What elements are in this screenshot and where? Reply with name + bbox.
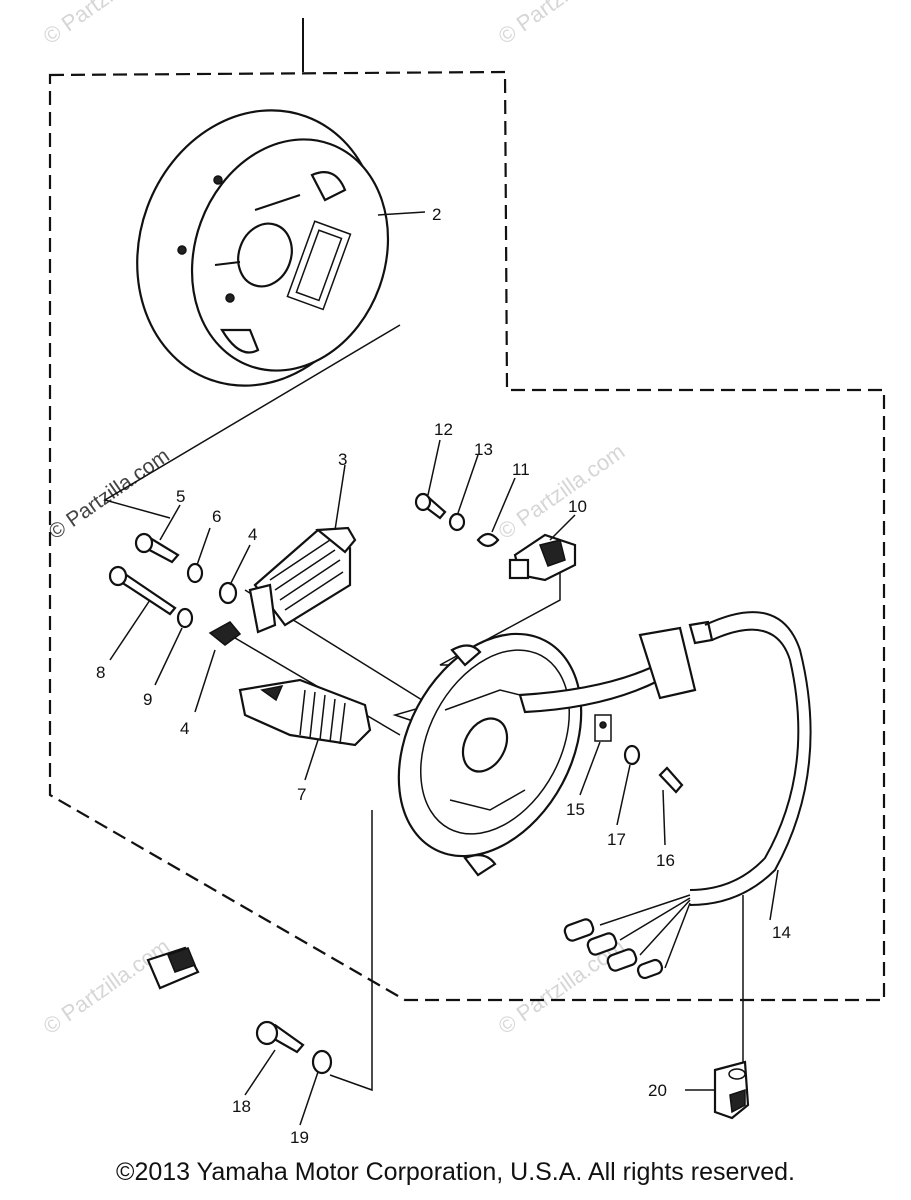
callout-label: 13	[474, 440, 493, 459]
watermark: © Partzilla.com	[39, 934, 175, 1040]
wire-clamp	[713, 1060, 750, 1120]
washer-4-upper	[218, 581, 238, 605]
screw-16	[658, 766, 684, 794]
plate-4-lower	[208, 621, 242, 646]
callout-label: 18	[232, 1097, 251, 1116]
callout-label: 20	[648, 1081, 667, 1100]
flywheel-rotor	[136, 109, 390, 387]
callout-label: 16	[656, 851, 675, 870]
watermark: © Partzilla.com	[494, 0, 630, 49]
callout-label: 6	[212, 507, 221, 526]
washer-6	[186, 562, 204, 584]
callout-label: 14	[772, 923, 791, 942]
contact-breaker	[508, 533, 577, 582]
washer-9	[176, 607, 194, 629]
watermark: © Partzilla.com	[39, 0, 175, 49]
callout-label: 19	[290, 1128, 309, 1147]
stator-plate	[397, 632, 612, 877]
callout-label: 11	[512, 460, 530, 479]
washer-17	[623, 744, 641, 766]
callout-label: 2	[432, 205, 441, 224]
callout-label: 8	[96, 663, 105, 682]
assembly-boundary	[48, 70, 886, 1002]
charge-coil	[238, 678, 372, 747]
callout-label: 17	[607, 830, 626, 849]
washer-13	[448, 512, 466, 532]
callout-label: 9	[143, 690, 152, 709]
spring-11	[476, 532, 500, 548]
callout-label: 10	[568, 497, 587, 516]
callout-leaders	[109, 211, 779, 1126]
wire-harness	[518, 611, 812, 980]
callout-label: 5	[176, 487, 185, 506]
callout-label: 15	[566, 800, 585, 819]
woodruff-key	[146, 946, 200, 990]
washer-19	[311, 1049, 333, 1075]
callout-label: 4	[180, 719, 189, 738]
source-coil	[248, 526, 357, 634]
copyright-notice: ©2013 Yamaha Motor Corporation, U.S.A. A…	[116, 1158, 795, 1186]
callout-label: 12	[434, 420, 453, 439]
callout-label: 7	[297, 785, 306, 804]
fasteners	[108, 492, 684, 1075]
callout-label: 3	[338, 450, 347, 469]
watermark: © Partzilla.com	[45, 444, 174, 544]
callout-label: 4	[248, 525, 257, 544]
callout-labels: 2 3 4 5 6 8 9 4 7 12 13 11 10 15 17 16 1…	[96, 205, 791, 1147]
